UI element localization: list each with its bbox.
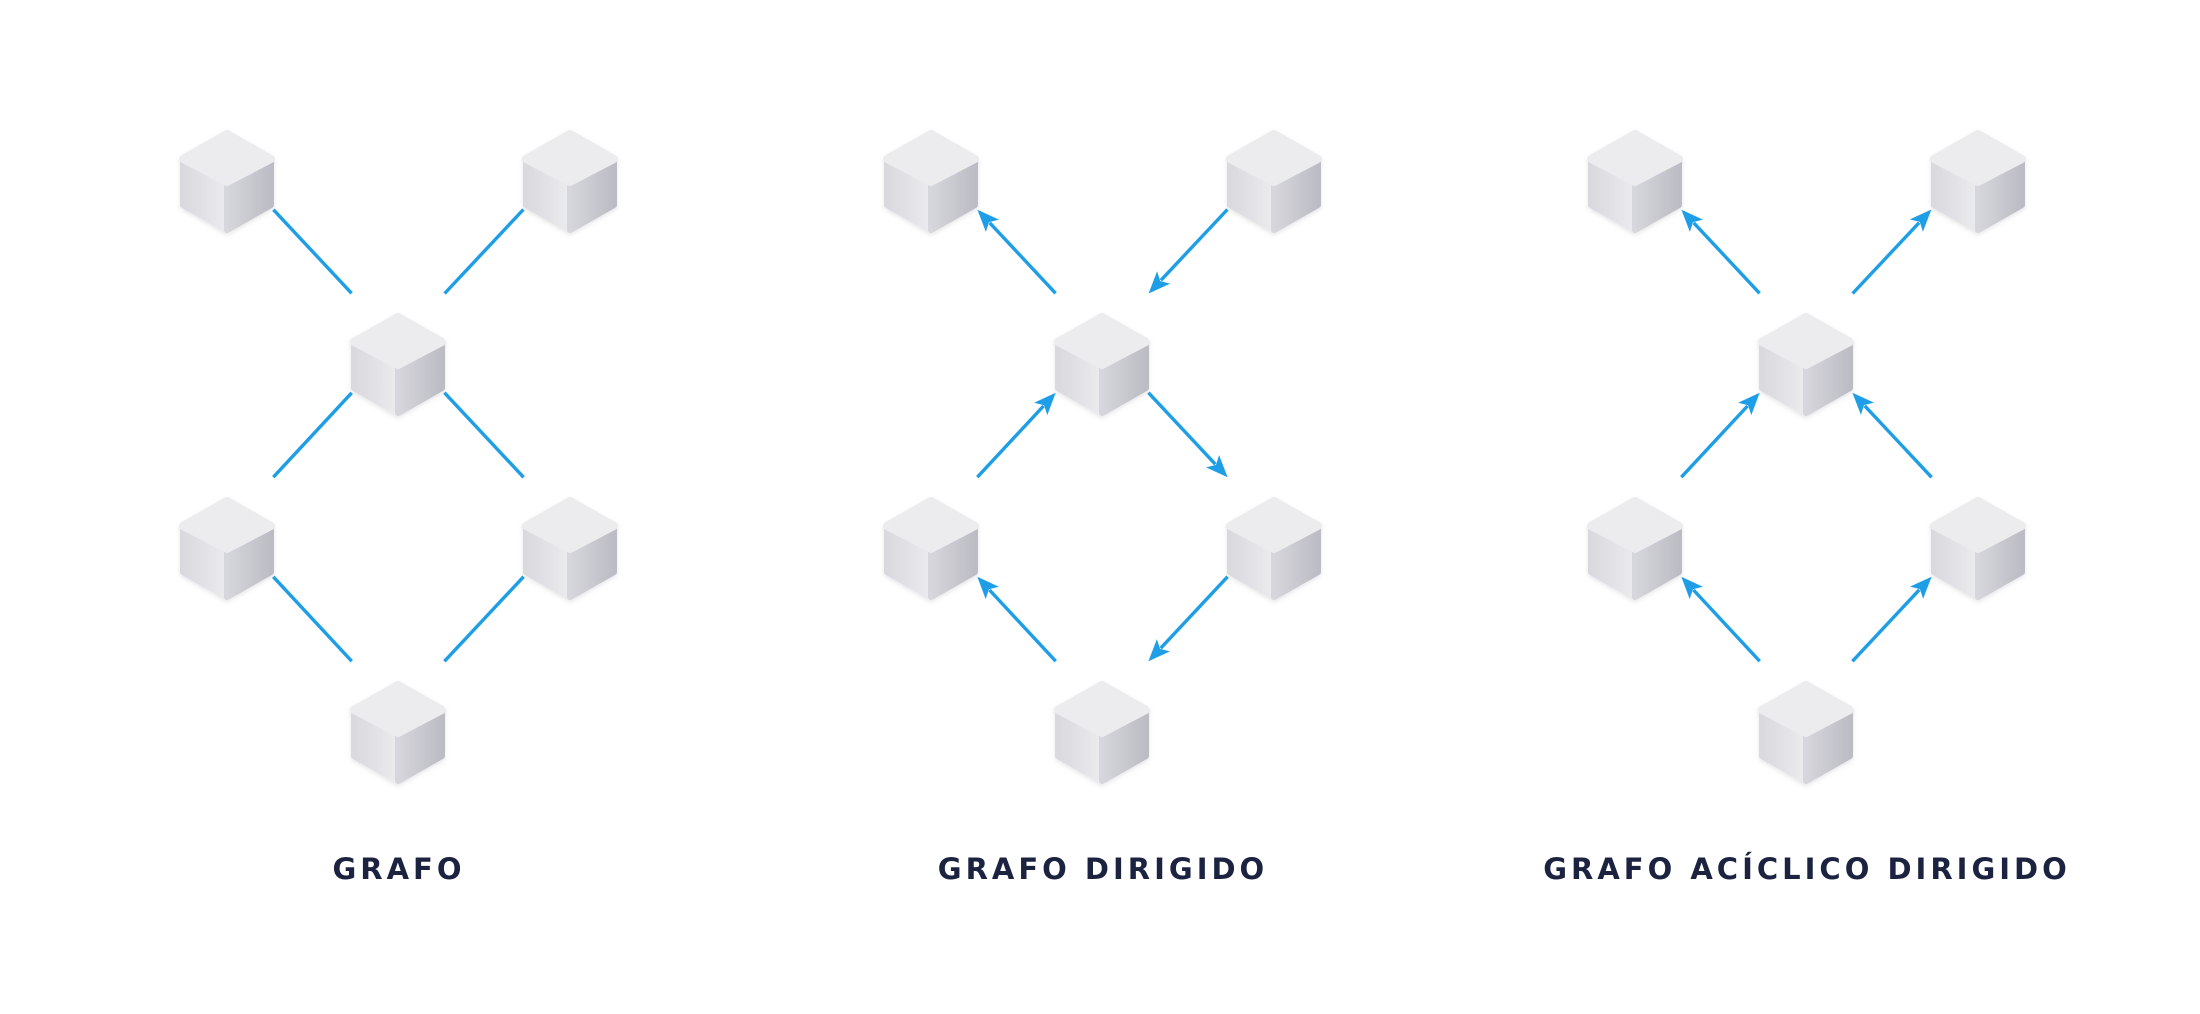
graph-1-edge-center-top-left xyxy=(988,221,1057,295)
graph-0-node-top-right xyxy=(522,130,618,233)
cube-top-face xyxy=(1758,313,1854,369)
graph-1-node-top-left xyxy=(883,130,979,233)
cube-top-face xyxy=(350,681,446,737)
graph-2-node-top-right xyxy=(1930,130,2026,233)
graph-2-edge-center-top-left xyxy=(1692,221,1761,295)
arrowhead-icon xyxy=(1148,271,1171,294)
graph-1-node-center xyxy=(1054,313,1150,416)
graph-2-node-middle-left xyxy=(1587,497,1683,600)
graph-0-node-bottom xyxy=(350,681,446,784)
graph-1-node-middle-left xyxy=(883,497,979,600)
arrowhead-icon xyxy=(1852,392,1874,415)
graph-1-edge-middle-right-bottom xyxy=(1159,575,1229,650)
cube-top-face xyxy=(522,130,618,186)
cube-top-face xyxy=(1226,130,1322,186)
graph-2-node-middle-right xyxy=(1930,497,2026,600)
dag-caption: GRAFO ACÍCLICO DIRIGIDO xyxy=(1543,852,2071,886)
graph-2-node-bottom xyxy=(1758,681,1854,784)
graph-0-edge-center-middle-left xyxy=(272,391,353,479)
cube-top-face xyxy=(1587,497,1683,553)
cube-top-face xyxy=(1758,681,1854,737)
graph-1-node-bottom xyxy=(1054,681,1150,784)
cube-top-face xyxy=(1930,497,2026,553)
graph-0-edge-top-right-center xyxy=(443,208,525,295)
arrowhead-icon xyxy=(1206,455,1228,478)
arrowhead-icon xyxy=(1681,209,1703,232)
graph-2-edge-middle-right-center xyxy=(1863,404,1933,479)
cube-top-face xyxy=(1226,497,1322,553)
graph-0-node-middle-left xyxy=(179,497,275,600)
graph-2-node-center xyxy=(1758,313,1854,416)
cube-top-face xyxy=(1054,313,1150,369)
cube-top-face xyxy=(522,497,618,553)
graph-1-edge-middle-left-center xyxy=(976,404,1045,479)
graph-2-node-top-left xyxy=(1587,130,1683,233)
graph-1-edge-bottom-middle-left xyxy=(988,588,1057,663)
graph-0-node-center xyxy=(350,313,446,416)
cube-top-face xyxy=(1930,130,2026,186)
cube-top-face xyxy=(883,497,979,553)
graph-0-node-middle-right xyxy=(522,497,618,600)
graph-1-node-top-right xyxy=(1226,130,1322,233)
arrowhead-icon xyxy=(1910,576,1932,599)
cube-top-face xyxy=(350,313,446,369)
graph-1-edge-center-middle-right xyxy=(1147,391,1217,466)
graph-caption: GRAFO xyxy=(332,852,466,886)
cube-top-face xyxy=(883,130,979,186)
graph-2-edge-middle-left-center xyxy=(1680,404,1749,479)
cube-top-face xyxy=(179,497,275,553)
graph-1-edge-top-right-center xyxy=(1159,208,1229,282)
graph-0-node-top-left xyxy=(179,130,275,233)
cube-top-face xyxy=(1587,130,1683,186)
graph-2-edge-bottom-middle-right xyxy=(1851,588,1921,663)
graph-0-edge-top-left-center xyxy=(272,208,353,295)
graph-0-edge-middle-right-bottom xyxy=(443,575,525,663)
arrowhead-icon xyxy=(1034,392,1056,416)
arrowhead-icon xyxy=(977,209,999,232)
graph-0-edge-center-middle-right xyxy=(443,391,525,479)
cube-top-face xyxy=(1054,681,1150,737)
graph-1-node-middle-right xyxy=(1226,497,1322,600)
graph-2-edge-bottom-middle-left xyxy=(1692,588,1761,663)
arrowhead-icon xyxy=(1738,392,1760,416)
arrowhead-icon xyxy=(1148,639,1170,662)
arrowhead-icon xyxy=(1909,209,1932,232)
cube-top-face xyxy=(179,130,275,186)
directed-graph-caption: GRAFO DIRIGIDO xyxy=(937,852,1269,886)
arrowhead-icon xyxy=(977,576,999,600)
arrowhead-icon xyxy=(1681,576,1703,600)
graph-2-edge-center-top-right xyxy=(1851,221,1921,295)
graph-0-edge-middle-left-bottom xyxy=(272,575,353,663)
